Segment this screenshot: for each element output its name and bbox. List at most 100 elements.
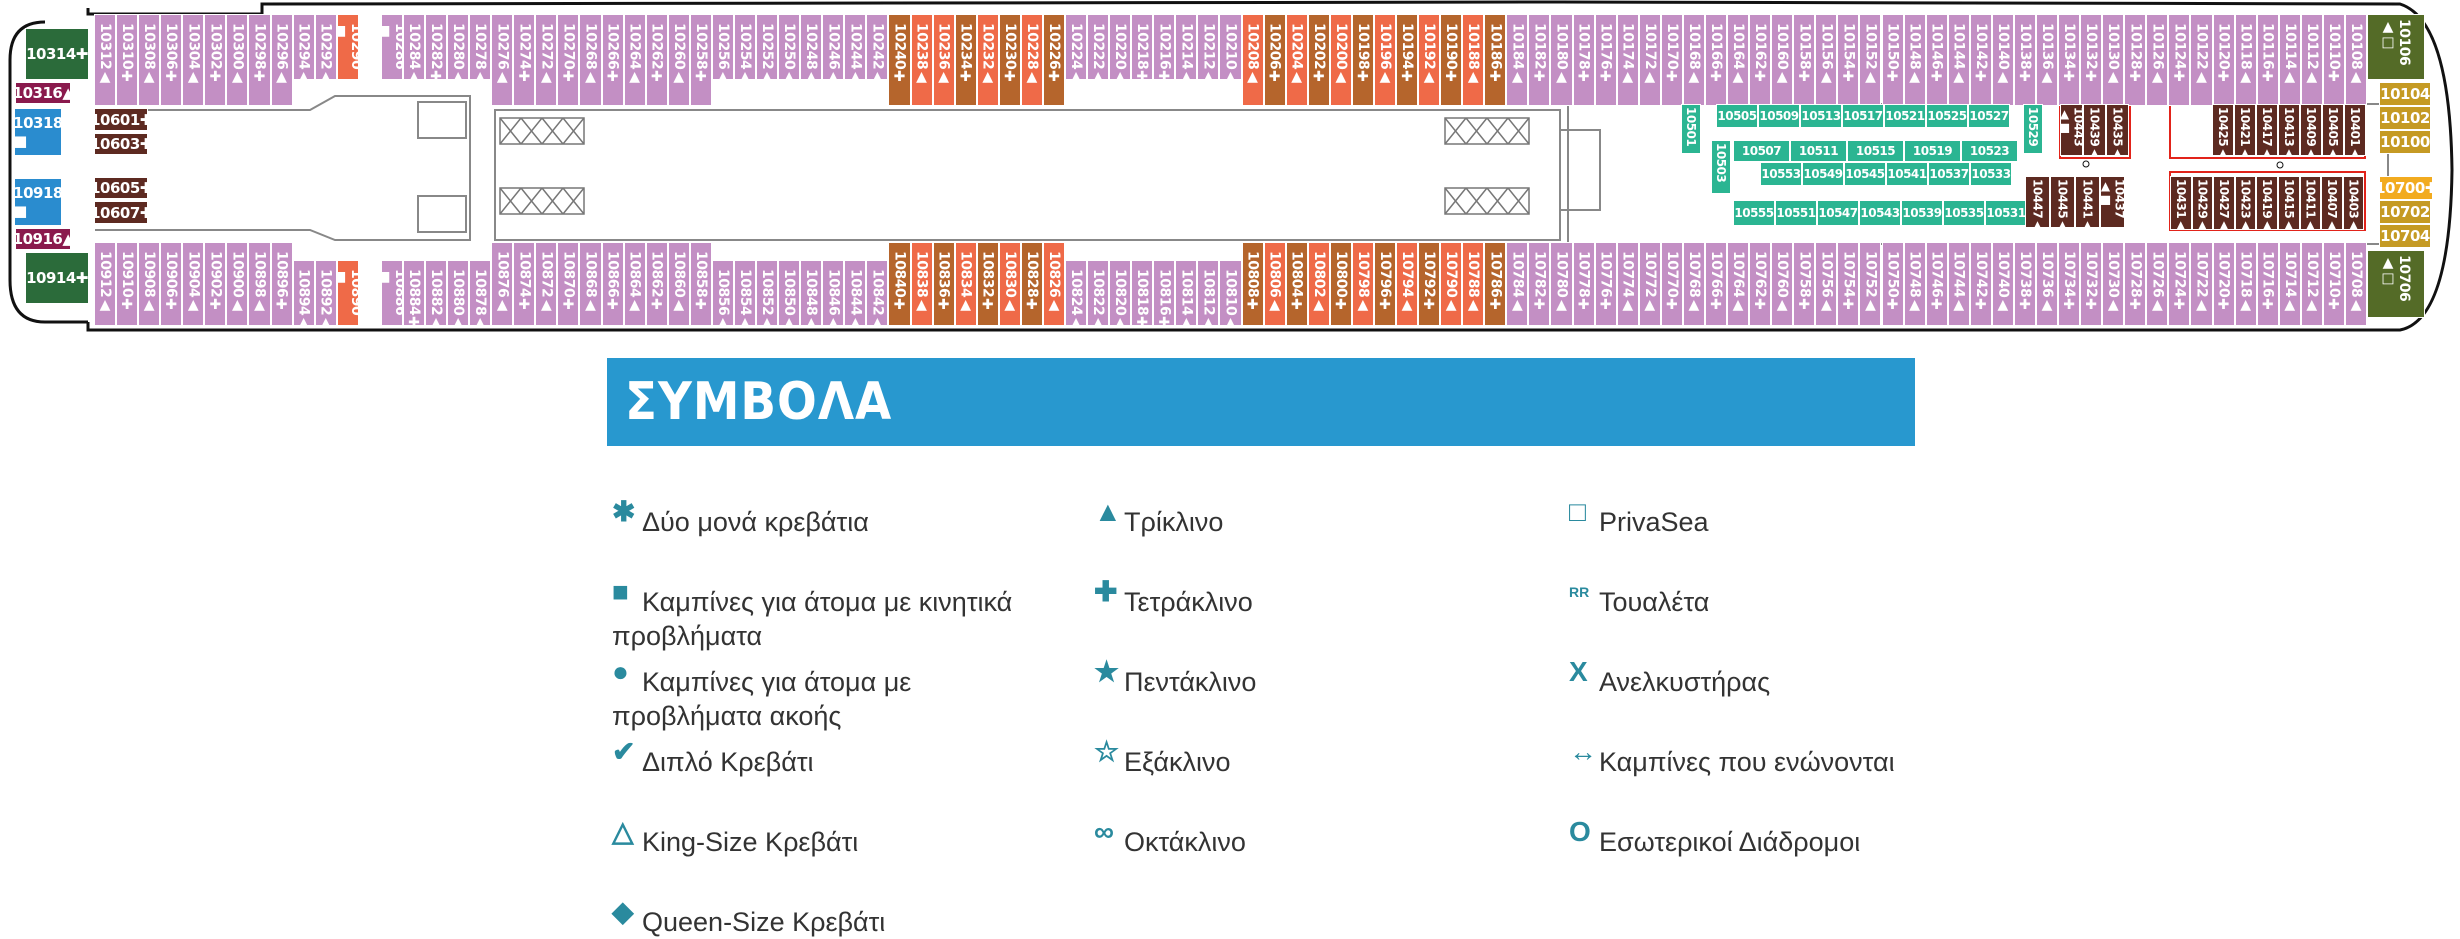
- cabin-10148[interactable]: 10148▲: [1903, 14, 1926, 106]
- cabin-10439[interactable]: 10439▲: [2083, 104, 2106, 156]
- cabin-10798[interactable]: 10798▲: [1351, 242, 1374, 326]
- cabin-10758[interactable]: 10758✚: [1793, 242, 1816, 326]
- cabin-10126[interactable]: 10126▲: [2146, 14, 2169, 106]
- cabin-10441[interactable]: 10441▲: [2075, 176, 2100, 228]
- cabin-10118[interactable]: 10118▲: [2234, 14, 2257, 106]
- cabin-10529[interactable]: 10529: [2023, 104, 2043, 154]
- cabin-10549[interactable]: 10549: [1802, 162, 1844, 186]
- cabin-10772[interactable]: 10772▲: [1638, 242, 1661, 326]
- cabin-10894[interactable]: 10894▲: [292, 260, 315, 326]
- cabin-10822[interactable]: 10822▲: [1087, 260, 1110, 326]
- cabin-10242[interactable]: 10242▲: [866, 14, 889, 80]
- cabin-10122[interactable]: 10122▲: [2190, 14, 2213, 106]
- cabin-10768[interactable]: 10768▲: [1682, 242, 1705, 326]
- cabin-10417[interactable]: 10417▲: [2256, 104, 2278, 156]
- cabin-10447[interactable]: 10447▲: [2025, 176, 2050, 228]
- cabin-10804[interactable]: 10804✚: [1285, 242, 1308, 326]
- cabin-10252[interactable]: 10252▲: [756, 14, 779, 80]
- cabin-10806[interactable]: 10806▲: [1263, 242, 1286, 326]
- cabin-10882[interactable]: 10882▲: [425, 260, 448, 326]
- cabin-10507[interactable]: 10507: [1733, 140, 1790, 162]
- cabin-10232[interactable]: 10232▲: [976, 14, 999, 106]
- cabin-10916[interactable]: 10916▲: [15, 228, 71, 250]
- cabin-10132[interactable]: 10132✚: [2080, 14, 2103, 106]
- cabin-10296[interactable]: 10296▲: [270, 14, 293, 106]
- cabin-10435[interactable]: 10435▲: [2106, 104, 2129, 156]
- cabin-10756[interactable]: 10756▲: [1815, 242, 1838, 326]
- cabin-10250[interactable]: 10250▲: [778, 14, 801, 80]
- cabin-10838[interactable]: 10838▲: [910, 242, 933, 326]
- cabin-10234[interactable]: 10234✚: [954, 14, 977, 106]
- cabin-10762[interactable]: 10762✚: [1749, 242, 1772, 326]
- cabin-10525[interactable]: 10525: [1926, 104, 1968, 128]
- cabin-10810[interactable]: 10810▲: [1219, 260, 1242, 326]
- cabin-10224[interactable]: 10224▲: [1064, 14, 1088, 80]
- cabin-10824[interactable]: 10824▲: [1064, 260, 1088, 326]
- cabin-10730[interactable]: 10730▲: [2102, 242, 2125, 326]
- cabin-10128[interactable]: 10128✚: [2124, 14, 2147, 106]
- cabin-10208[interactable]: 10208▲: [1241, 14, 1264, 106]
- cabin-10505[interactable]: 10505: [1716, 104, 1758, 128]
- cabin-10134[interactable]: 10134✚: [2058, 14, 2081, 106]
- cabin-10890[interactable]: 10890 ■: [336, 260, 359, 326]
- cabin-10788[interactable]: 10788▲: [1462, 242, 1485, 326]
- cabin-10704[interactable]: 10704: [2379, 224, 2431, 248]
- cabin-10228[interactable]: 10228▲: [1020, 14, 1043, 106]
- cabin-10521[interactable]: 10521: [1884, 104, 1926, 128]
- cabin-10786[interactable]: 10786✚: [1484, 242, 1507, 326]
- cabin-10413[interactable]: 10413▲: [2278, 104, 2300, 156]
- cabin-10852[interactable]: 10852▲: [756, 260, 779, 326]
- cabin-10298[interactable]: 10298✚: [248, 14, 271, 106]
- cabin-10918[interactable]: 10918 ■: [14, 178, 62, 226]
- cabin-10256[interactable]: 10256▲: [711, 14, 734, 80]
- cabin-10146[interactable]: 10146✚: [1925, 14, 1948, 106]
- cabin-10858[interactable]: 10858✚: [689, 242, 712, 326]
- cabin-10214[interactable]: 10214▲: [1175, 14, 1198, 80]
- cabin-10906[interactable]: 10906✚: [160, 242, 183, 326]
- cabin-10266[interactable]: 10266✚: [601, 14, 624, 106]
- cabin-10523[interactable]: 10523: [1961, 140, 2018, 162]
- cabin-10764[interactable]: 10764▲: [1727, 242, 1750, 326]
- cabin-10308[interactable]: 10308▲: [138, 14, 161, 106]
- cabin-10710[interactable]: 10710✚: [2322, 242, 2345, 326]
- cabin-10740[interactable]: 10740▲: [1991, 242, 2014, 326]
- cabin-10176[interactable]: 10176✚: [1594, 14, 1617, 106]
- cabin-10706[interactable]: 10706 ▲□: [2367, 250, 2425, 318]
- cabin-10114[interactable]: 10114▲: [2278, 14, 2301, 106]
- cabin-10738[interactable]: 10738✚: [2013, 242, 2036, 326]
- cabin-10401[interactable]: 10401▲: [2344, 104, 2366, 156]
- cabin-10318[interactable]: 10318 ■: [14, 108, 62, 156]
- cabin-10198[interactable]: 10198✚: [1351, 14, 1374, 106]
- cabin-10443[interactable]: 10443 ▲■: [2060, 104, 2083, 156]
- cabin-10437[interactable]: 10437 ▲■: [2100, 176, 2125, 228]
- cabin-10272[interactable]: 10272▲: [535, 14, 558, 106]
- cabin-10112[interactable]: 10112▲: [2300, 14, 2323, 106]
- cabin-10802[interactable]: 10802▲: [1307, 242, 1330, 326]
- cabin-10812[interactable]: 10812▲: [1197, 260, 1220, 326]
- cabin-10870[interactable]: 10870✚: [557, 242, 580, 326]
- cabin-10260[interactable]: 10260▲: [667, 14, 690, 106]
- cabin-10796[interactable]: 10796✚: [1373, 242, 1396, 326]
- cabin-10423[interactable]: 10423▲: [2234, 176, 2257, 230]
- cabin-10605[interactable]: 10605✚: [94, 177, 148, 199]
- cabin-10818[interactable]: 10818✚: [1131, 260, 1154, 326]
- cabin-10116[interactable]: 10116✚: [2256, 14, 2279, 106]
- cabin-10770[interactable]: 10770✚: [1660, 242, 1683, 326]
- cabin-10535[interactable]: 10535: [1943, 200, 1985, 226]
- cabin-10152[interactable]: 10152▲: [1859, 14, 1882, 106]
- cabin-10419[interactable]: 10419▲: [2256, 176, 2278, 230]
- cabin-10425[interactable]: 10425▲: [2212, 104, 2234, 156]
- cabin-10718[interactable]: 10718▲: [2234, 242, 2257, 326]
- cabin-10306[interactable]: 10306✚: [160, 14, 183, 106]
- cabin-10316[interactable]: 10316▲: [15, 82, 71, 104]
- cabin-10712[interactable]: 10712▲: [2300, 242, 2323, 326]
- cabin-10238[interactable]: 10238▲: [910, 14, 933, 106]
- cabin-10736[interactable]: 10736▲: [2035, 242, 2059, 326]
- cabin-10866[interactable]: 10866✚: [601, 242, 624, 326]
- cabin-10108[interactable]: 10108▲: [2344, 14, 2367, 106]
- cabin-10864[interactable]: 10864▲: [623, 242, 646, 326]
- cabin-10196[interactable]: 10196▲: [1373, 14, 1396, 106]
- cabin-10218[interactable]: 10218✚: [1131, 14, 1154, 80]
- cabin-10774[interactable]: 10774▲: [1616, 242, 1639, 326]
